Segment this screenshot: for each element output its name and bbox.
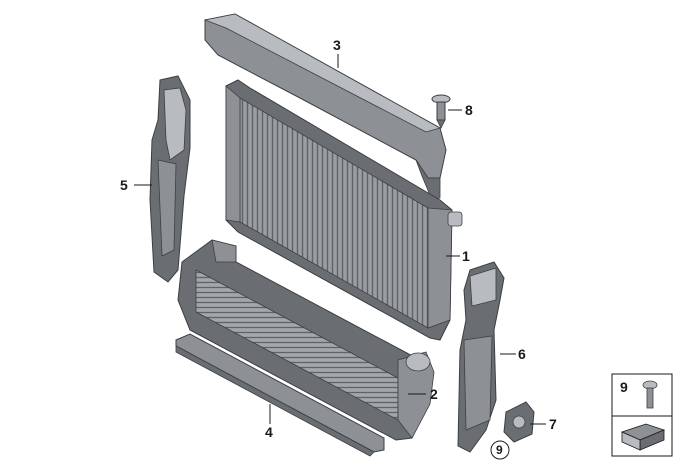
legend-box: 9 bbox=[611, 373, 673, 457]
legend-label: 9 bbox=[620, 379, 628, 395]
callout-3: 3 bbox=[333, 37, 341, 53]
callout-6: 6 bbox=[518, 346, 526, 362]
callout-7: 7 bbox=[549, 416, 557, 432]
callout-9: 9 bbox=[496, 443, 503, 457]
upper-duct-part bbox=[203, 13, 447, 201]
lower-strip-part bbox=[175, 333, 385, 457]
callout-9-circled: 9 bbox=[490, 440, 510, 460]
callout-5: 5 bbox=[120, 177, 128, 193]
callout-8: 8 bbox=[465, 102, 473, 118]
right-air-guide-part bbox=[457, 261, 505, 453]
bracket-part bbox=[503, 401, 535, 443]
callout-1: 1 bbox=[462, 248, 470, 264]
callout-2: 2 bbox=[430, 386, 438, 402]
push-rivet-part bbox=[431, 94, 451, 129]
leader-lines bbox=[134, 54, 546, 425]
arrow-icon bbox=[620, 423, 666, 451]
screw-icon bbox=[642, 380, 658, 409]
radiator-part bbox=[225, 79, 463, 341]
callout-4: 4 bbox=[265, 424, 273, 440]
left-air-guide-part bbox=[149, 75, 191, 283]
charge-air-cooler-part bbox=[177, 239, 435, 441]
